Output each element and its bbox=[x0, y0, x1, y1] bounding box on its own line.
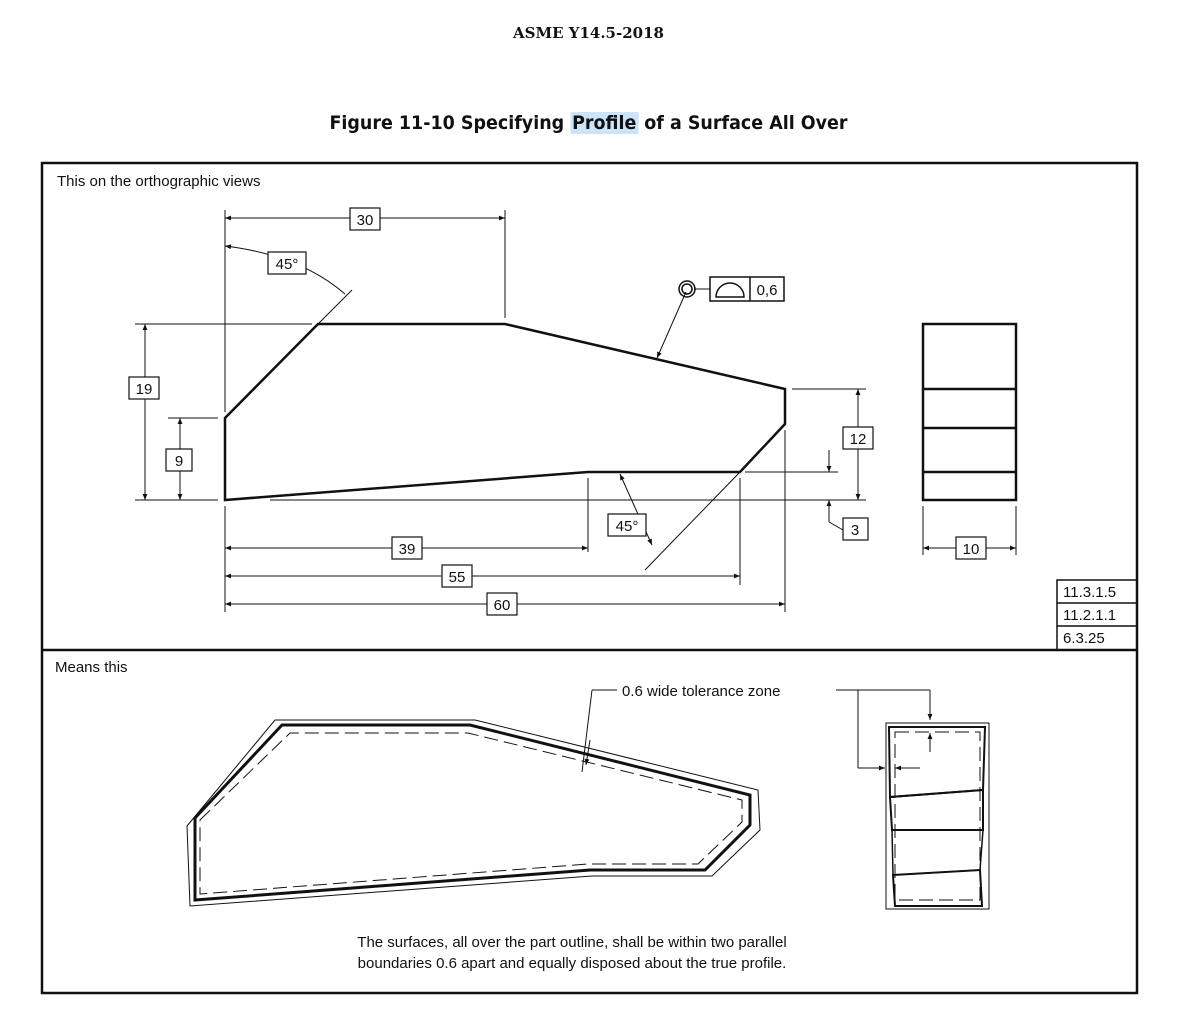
reference-table bbox=[1056, 579, 1138, 651]
dim-3: 3 bbox=[851, 522, 859, 539]
profile-of-surface-icon bbox=[715, 282, 745, 298]
feature-control-frame bbox=[678, 276, 785, 302]
tolerance-zone-side bbox=[836, 689, 990, 910]
dim-60: 60 bbox=[494, 597, 511, 614]
dim-10: 10 bbox=[963, 541, 980, 558]
title-suffix: of a Surface All Over bbox=[638, 112, 848, 134]
document-header: ASME Y14.5-2018 bbox=[513, 24, 664, 42]
figure-title: Figure 11-10 Specifying Profile of a Sur… bbox=[47, 112, 1130, 134]
dim-19: 19 bbox=[136, 381, 153, 398]
all-over-icon bbox=[678, 280, 696, 298]
tolerance-zone-label: 0.6 wide tolerance zone bbox=[622, 683, 780, 700]
dim-39: 39 bbox=[399, 541, 416, 558]
upper-panel-label: This on the orthographic views bbox=[57, 173, 260, 190]
dimension-lines bbox=[135, 210, 1017, 612]
tolerance-zone-front bbox=[186, 689, 761, 907]
reference-2[interactable]: 11.2.1.1 bbox=[1063, 607, 1116, 624]
search-highlight: Profile bbox=[570, 112, 639, 134]
reference-1[interactable]: 11.3.1.5 bbox=[1063, 584, 1116, 601]
caption-line-2: boundaries 0.6 apart and equally dispose… bbox=[358, 955, 787, 972]
lower-panel-label: Means this bbox=[55, 659, 128, 676]
part-side-view bbox=[921, 322, 1018, 502]
title-prefix: Figure 11-10 Specifying bbox=[329, 112, 571, 134]
caption-line-1: The surfaces, all over the part outline,… bbox=[357, 934, 786, 951]
figure-frame bbox=[40, 161, 1139, 995]
part-front-view bbox=[223, 322, 787, 502]
dim-angle-bottom: 45° bbox=[616, 518, 639, 535]
dim-angle-top: 45° bbox=[276, 256, 299, 273]
dim-55: 55 bbox=[449, 569, 466, 586]
dim-9: 9 bbox=[175, 453, 183, 470]
reference-3[interactable]: 6.3.25 bbox=[1063, 630, 1105, 647]
dim-12: 12 bbox=[850, 431, 867, 448]
fcf-tolerance: 0,6 bbox=[757, 282, 778, 299]
dim-30: 30 bbox=[357, 212, 374, 229]
